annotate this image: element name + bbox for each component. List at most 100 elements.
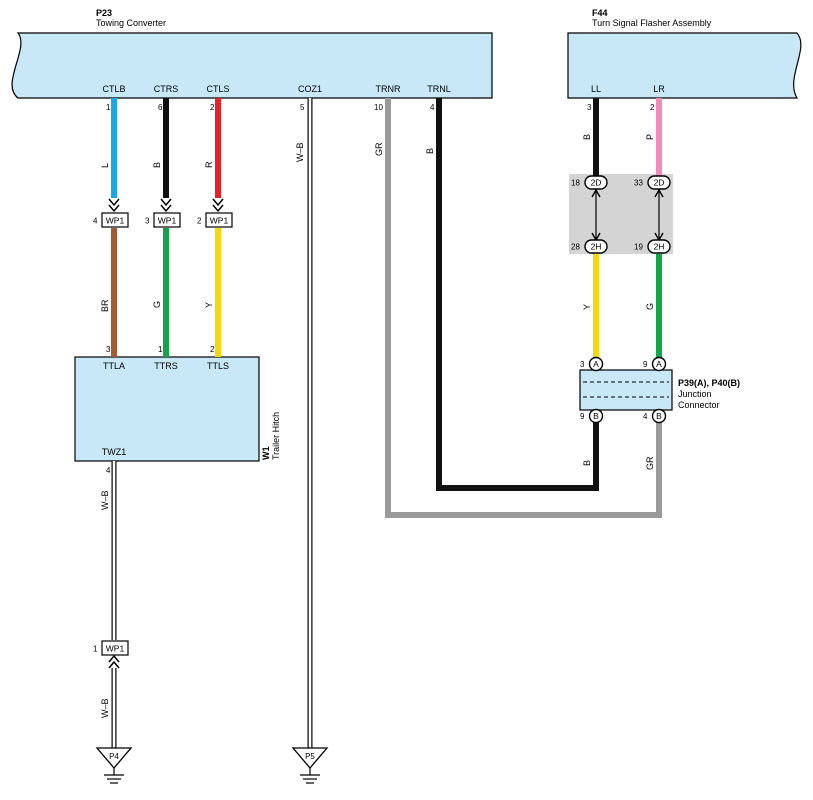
w1-body [74,356,260,462]
p23-terminal-trnr: TRNR [376,84,401,94]
pin-ttrs: 1 [158,345,163,354]
component-p23: P23 Towing Converter CTLB CTRS CTLS COZ1… [11,8,493,99]
svg-text:3: 3 [580,360,585,369]
pin-ttls: 2 [210,345,215,354]
pin-twz1: 4 [106,466,111,475]
wire-color-labels: L B R BR G Y W–B GR B B P Y G B GR W–B W… [100,134,655,718]
component-f44: F44 Turn Signal Flasher Assembly LL LR [567,8,802,99]
wire-trnr [385,98,662,518]
svg-text:A: A [656,359,662,369]
pin-ll: 3 [587,103,592,112]
jc-code: P39(A), P40(B) [678,378,740,388]
jc-body [579,369,673,411]
svg-text:19: 19 [634,243,643,252]
wire-label-ctlb-upper: L [100,163,110,168]
connector-2h-right: 2H 19 [634,239,671,254]
junction-connector-p39-p40: A 3 A 9 B 9 B 4 P39(A), P40(B) Junction … [579,356,740,424]
jc-name-line1: Junction [678,389,712,399]
ground-p5: P5 [291,747,329,784]
p23-name: Towing Converter [96,18,166,28]
p23-terminal-trnl: TRNL [427,84,451,94]
svg-text:4: 4 [643,412,648,421]
w1-terminal-twz1: TWZ1 [102,447,127,457]
wires [111,98,664,748]
ground-p4: P4 [95,747,133,784]
p23-terminal-ctlb: CTLB [102,84,125,94]
svg-text:B: B [656,411,662,421]
wire-label-twz1-lower: W–B [100,698,110,718]
wire-label-jc-right-lower: GR [645,456,655,470]
f44-code: F44 [592,8,608,18]
jc-name-line2: Connector [678,400,720,410]
svg-text:2H: 2H [591,242,602,252]
connector-wp1-ctrs: WP1 3 [145,212,181,228]
svg-text:B: B [593,411,599,421]
wire-trnl [436,98,599,491]
w1-terminal-ttla: TTLA [103,361,125,371]
svg-text:P4: P4 [109,752,119,761]
p23-terminal-ctrs: CTRS [154,84,179,94]
connector-wp1-ctlb: WP1 4 [93,212,129,228]
wire-label-trnl: B [425,148,435,154]
jc-pin-a-left [588,356,604,372]
pin-trnr: 10 [374,103,383,112]
svg-text:4: 4 [93,217,98,226]
f44-terminal-ll: LL [591,84,601,94]
jc-pin-a-right [651,356,667,372]
wire-label-ctls-lower: Y [204,302,214,308]
connector-wp1-twz1: WP1 1 [93,640,129,669]
wire-label-jc-left-lower: B [582,460,592,466]
svg-text:2: 2 [197,217,202,226]
connector-2h-left: 2H 28 [571,239,608,254]
p23-terminal-ctls: CTLS [206,84,229,94]
f44-terminal-lr: LR [653,84,665,94]
connector-2d-left: 2D 18 [571,175,608,190]
svg-text:2D: 2D [591,178,602,188]
wire-label-ll-mid: Y [582,304,592,310]
svg-text:9: 9 [580,412,585,421]
wire-label-lr-mid: G [645,303,655,310]
w1-terminal-ttrs: TTRS [154,361,178,371]
svg-text:WP1: WP1 [106,644,125,654]
w1-name: Trailer Hitch [271,412,281,460]
pin-ctlb: 1 [106,103,111,112]
w1-terminal-ttls: TTLS [207,361,229,371]
f44-name: Turn Signal Flasher Assembly [592,18,712,28]
junction-pins: 2D 18 2D 33 2H 28 2H 19 [571,175,671,254]
wire-label-lr-upper: P [645,134,655,140]
connector-2d-right: 2D 33 [634,175,671,190]
svg-text:WP1: WP1 [106,216,125,226]
wire-label-trnr: GR [374,142,384,156]
pin-coz1: 5 [300,103,305,112]
pin-trnl: 4 [430,103,435,112]
wire-label-twz1-upper: W–B [100,490,110,510]
svg-text:1: 1 [93,645,98,654]
wire-label-coz1: W–B [295,142,305,162]
wire-label-ctls-upper: R [204,161,214,168]
jc-pin-b-left [588,408,604,424]
jc-pin-b-right [651,408,667,424]
pin-ttla: 3 [106,345,111,354]
pin-lr: 2 [650,103,655,112]
svg-text:P5: P5 [305,752,315,761]
svg-text:WP1: WP1 [158,216,177,226]
svg-text:2D: 2D [654,178,665,188]
p23-body [11,32,493,99]
component-w1: TTLA TTRS TTLS TWZ1 W1 Trailer Hitch [74,356,281,462]
svg-text:33: 33 [634,179,643,188]
svg-text:3: 3 [145,217,150,226]
connector-wp1-ctls: WP1 2 [197,212,233,228]
f44-body [567,32,802,99]
svg-text:28: 28 [571,243,580,252]
p23-code: P23 [96,8,112,18]
pin-ctls: 2 [210,103,215,112]
wire-label-ctrs-lower: G [152,301,162,308]
pin-numbers: 1 6 2 5 10 4 3 2 3 1 2 4 [106,103,655,475]
pin-ctrs: 6 [158,103,163,112]
p23-terminal-coz1: COZ1 [298,84,322,94]
wp1-connectors: WP1 4 WP1 3 WP1 2 [93,198,233,228]
w1-code: W1 [261,447,271,461]
wire-label-ll-upper: B [582,134,592,140]
svg-text:A: A [593,359,599,369]
